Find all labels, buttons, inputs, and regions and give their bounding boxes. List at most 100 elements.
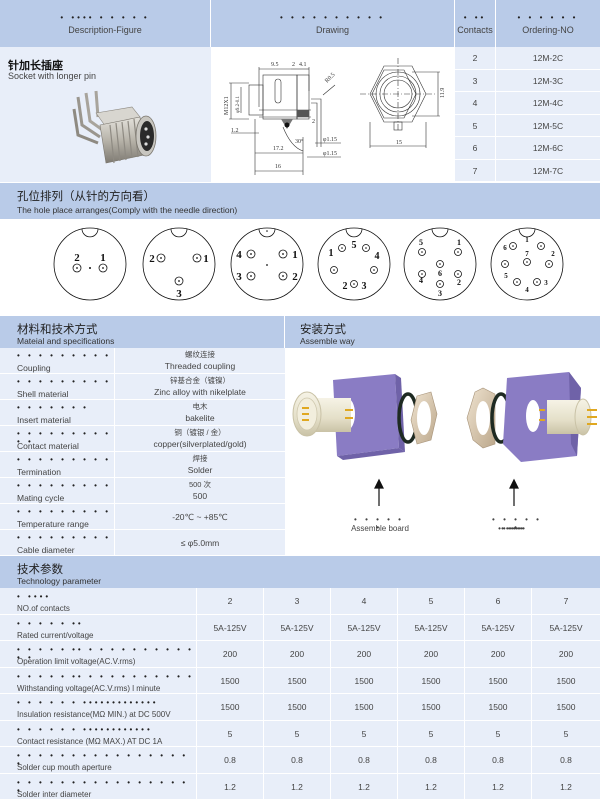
row-label: Withstanding voltage(AC.V.rms) l minute <box>17 683 161 693</box>
dim-label: φ1.15 <box>323 137 337 143</box>
header-dots: • •••• • • • • • <box>60 13 150 22</box>
dim-label: φ9.2-0.1 <box>236 95 241 113</box>
tech-row: • • • • • • ••••••••••••Contact resistan… <box>0 720 600 747</box>
value-cell: 1500 <box>465 667 532 694</box>
value-cell: 0.8 <box>465 747 532 774</box>
value-cell: 1500 <box>331 694 398 721</box>
value-cell: 5 <box>398 588 465 615</box>
value-cell: 5 <box>465 720 532 747</box>
row-label: Contact resistance (MΩ MAX.) AT DC 1A <box>17 736 163 746</box>
row-dots: • • • • • • • • • • • • • • • • • <box>17 777 189 795</box>
pin-label: 3 <box>176 288 182 300</box>
right-assembly <box>466 372 597 462</box>
dim-label: 4.1 <box>299 62 307 68</box>
row-dots: • •••• <box>17 592 52 601</box>
dim-label: 15 <box>396 140 402 146</box>
material-row: • • • • • • • • • Shell material 锌基合金（镀镍）… <box>0 374 285 400</box>
value-cn: 电木 <box>192 402 208 411</box>
value-cell: 1500 <box>465 694 532 721</box>
pin-label: 4 <box>375 251 380 262</box>
row-label: Temperature range <box>17 519 89 529</box>
pin-label: 1 <box>203 253 209 265</box>
value-cell: 0.8 <box>398 747 465 774</box>
row-label: Insert material <box>17 415 71 425</box>
front-view-drawing-image: 11.9 15 <box>360 58 446 148</box>
row-label: Shell material <box>17 389 69 399</box>
header-label: Description-Figure <box>68 25 142 35</box>
value-en: bakelite <box>185 413 215 423</box>
product-table: • •••• • • • • • Description-Figure • • … <box>0 0 600 182</box>
value-cell: 0.8 <box>197 747 264 774</box>
row-dots: • • • • • • • • • <box>17 507 111 516</box>
value-cell: 200 <box>264 641 331 668</box>
value-cn: 焊接 <box>192 454 208 463</box>
pin-label: 1 <box>329 248 334 259</box>
value-cell: 1.2 <box>465 773 532 800</box>
right-caption: • •• •••••••••• <box>498 524 525 533</box>
value-cell: 1500 <box>556 675 576 686</box>
value-en: 500 <box>192 491 208 501</box>
value-cn: 锌基合金（镀镍） <box>170 376 230 385</box>
header-label: Drawing <box>315 25 349 35</box>
value-cell: 1500 <box>398 694 465 721</box>
pin-label: 2 <box>292 271 298 283</box>
value-cell: 5A-125V <box>264 614 331 641</box>
value-cell: 1500 <box>197 694 264 721</box>
row-dots: • • • • • • • • • <box>17 377 111 386</box>
value-cn: 铜（镀银 / 金） <box>174 428 226 437</box>
pin-layout-3-image: 2 1 3 <box>142 227 216 301</box>
left-caption: Assemble board <box>351 524 409 533</box>
dim-label: 2 <box>312 119 315 125</box>
pin-label: 6 <box>438 269 442 278</box>
row-label: Insulation resistance(MΩ MIN.) at DC 500… <box>17 710 171 719</box>
pin-label: 4 <box>525 286 529 294</box>
dim-label: R0.5 <box>324 72 336 84</box>
value-cell: 1500 <box>398 667 465 694</box>
pin-label: 1 <box>525 236 529 244</box>
dim-label: 16 <box>275 164 281 170</box>
ordering-number-cell: 12M-3C <box>496 69 600 92</box>
section-title-cn: 技术参数 <box>17 564 63 576</box>
pin-label: 2 <box>457 278 461 287</box>
tech-row: • • • • • • •••••••••••••Insulation resi… <box>0 694 600 721</box>
tech-row: • • • • • ••Rated current/voltage 5A-125… <box>0 614 600 641</box>
value-cell: 1.2 <box>264 773 331 800</box>
section-title-cn: 材料和技术方式 <box>17 324 98 336</box>
assemble-illustration: • • • • • • Assemble board • • • • • • •… <box>285 348 600 556</box>
value-cell: 5 <box>398 720 465 747</box>
value-cell: 1500 <box>197 667 264 694</box>
contacts-cell: 2 <box>455 47 496 70</box>
row-label: Solder cup mouth aperture <box>17 763 112 772</box>
value: ≤ φ5.0mm <box>180 538 220 548</box>
hole-arrangement-header: 孔位排列（从针的方向看） The hole place arranges(Com… <box>0 183 600 219</box>
pin-label: 4 <box>419 276 423 285</box>
pin-label: 3 <box>362 281 367 292</box>
header-ordering: • • • • • • Ordering-NO <box>496 0 600 47</box>
value-en: copper(silverplated/gold) <box>153 439 247 449</box>
pin-layout-4-image: 1 2 3 4 <box>230 227 304 301</box>
value-cell: 200 <box>558 649 574 659</box>
header-description: • •••• • • • • • Description-Figure <box>0 0 211 47</box>
value-cell: 1.2 <box>398 773 465 800</box>
pin-label: 2 <box>551 250 555 258</box>
pin-label: 2 <box>343 281 348 292</box>
pin-label: 3 <box>438 289 442 298</box>
pin-label: 1 <box>100 252 106 264</box>
contacts-cell: 3 <box>455 69 496 92</box>
pin-label: 6 <box>503 244 507 252</box>
material-row: • • • • • • • Insert material 电木 bakelite <box>0 400 285 426</box>
value-cell: 5A-125V <box>465 614 532 641</box>
pin-label: 4 <box>236 249 242 261</box>
pin-layout-2-image: 2 1 <box>53 227 127 301</box>
value-cell: 5 <box>197 720 264 747</box>
tech-row: • ••••NO.of contacts 2 3 4 5 6 7 <box>0 588 600 615</box>
pin-layout-5-image: 1 2 3 4 5 <box>317 227 391 301</box>
section-title-cn: 安装方式 <box>300 324 346 336</box>
ordering-number-cell: 12M-4C <box>496 92 600 115</box>
value-cell: 200 <box>465 641 532 668</box>
section-title-en: Assemble way <box>300 336 355 346</box>
row-dots: • • • • • • • <box>17 403 89 412</box>
row-dots: • • • • • • • • • <box>17 455 111 464</box>
value-cell: 5A-125V <box>331 614 398 641</box>
